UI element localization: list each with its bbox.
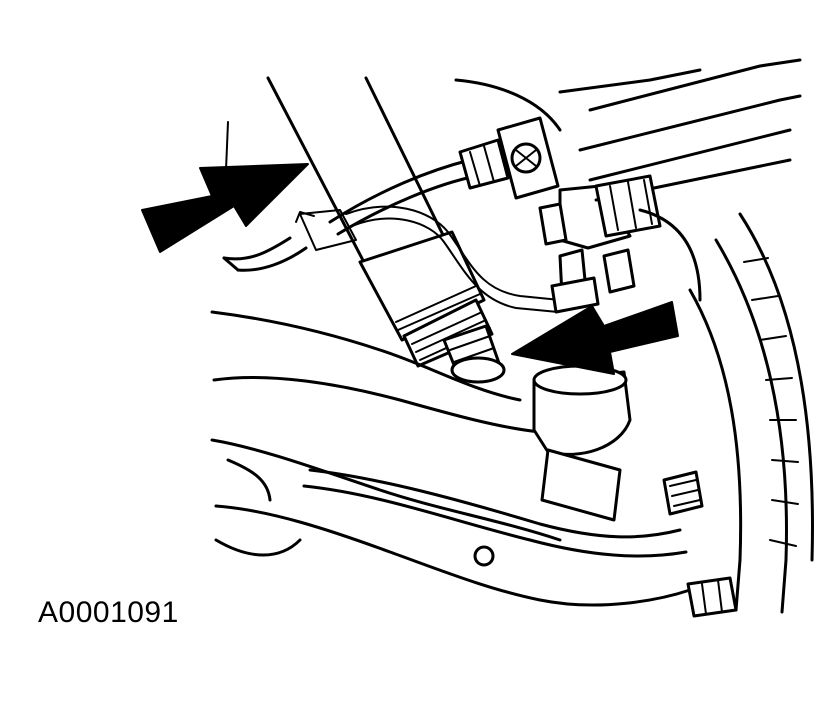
lower-nut	[686, 576, 738, 618]
sensor-wire	[295, 205, 561, 313]
figure-id-label: A0001091	[38, 596, 179, 629]
arrow-pointer-right	[511, 301, 679, 375]
steering-knuckle	[454, 58, 802, 314]
shock-lower-bolt	[442, 324, 506, 384]
arrow-pointer-left	[141, 163, 309, 253]
ball-joint	[532, 364, 704, 522]
lower-control-arm	[210, 310, 692, 607]
brake-rotor	[688, 212, 814, 614]
